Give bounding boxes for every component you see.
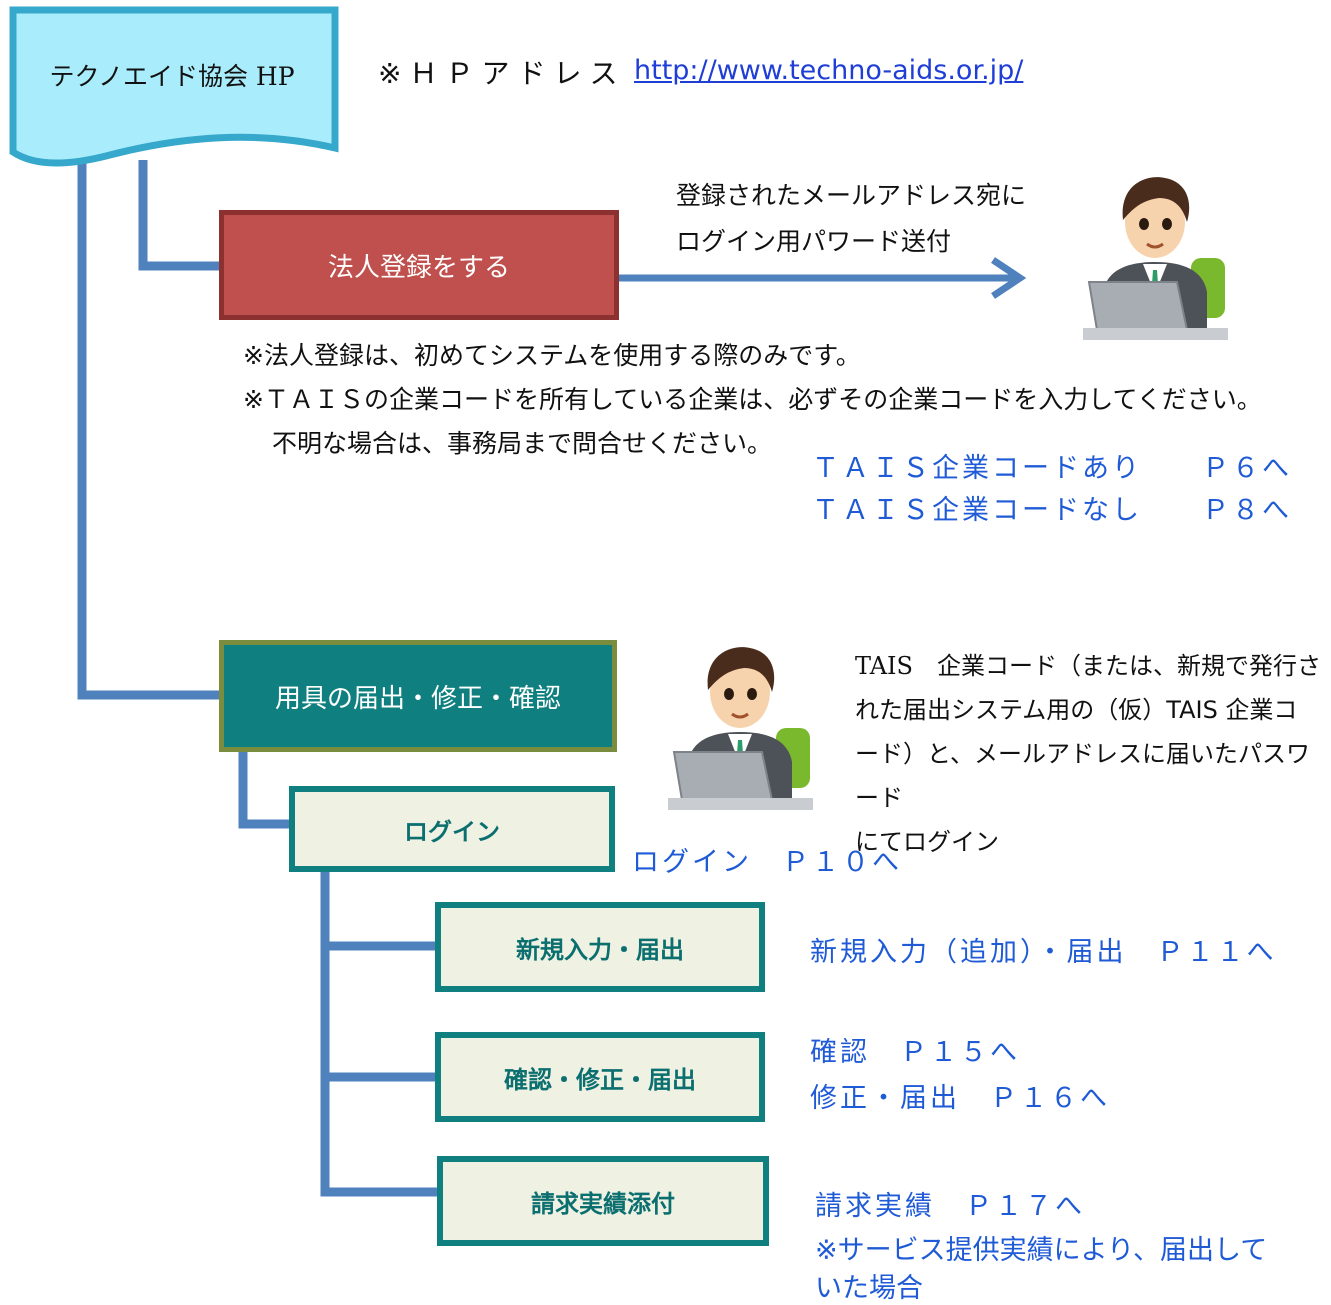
login-note-line2: れた届出システム用の（仮）TAIS 企業コ	[855, 696, 1298, 724]
new-entry-page-ref[interactable]: 新規入力（追加）・届出 Ｐ１１へ	[810, 937, 1277, 968]
modify-page-ref[interactable]: 修正・届出 Ｐ１６へ	[810, 1083, 1110, 1114]
login-label: ログイン	[404, 817, 500, 846]
login-to-steps-connector	[320, 872, 440, 1197]
billing-note-line2: いた場合	[815, 1273, 923, 1304]
login-instructions: TAIS 企業コード（または、新規で発行さ れた届出システム用の（仮）TAIS …	[855, 644, 1329, 864]
hp-label: テクノエイド協会 HP	[49, 62, 295, 91]
equipment-to-login-connector	[238, 718, 290, 829]
confirm-modify-button[interactable]: 確認・修正・届出	[435, 1032, 765, 1122]
new-entry-label: 新規入力・届出	[516, 935, 684, 964]
billing-note-line1: ※サービス提供実績により、届出して	[815, 1235, 1268, 1266]
email-note-line2: ログイン用パワード送付	[676, 227, 952, 256]
address-label: ※ＨＰアドレス	[378, 57, 626, 90]
billing-attachment-label: 請求実績添付	[531, 1189, 675, 1218]
equipment-submission-label: 用具の届出・修正・確認	[274, 683, 561, 714]
corporate-note-3: 不明な場合は、事務局まで問合せください。	[272, 429, 773, 458]
billing-page-ref[interactable]: 請求実績 Ｐ１７へ	[815, 1191, 1085, 1222]
equipment-submission-button[interactable]: 用具の届出・修正・確認	[219, 640, 617, 752]
corporate-registration-label: 法人登録をする	[327, 252, 510, 283]
confirm-modify-label: 確認・修正・届出	[504, 1065, 696, 1094]
corporate-note-2: ※ＴＡＩＳの企業コードを所有している企業は、必ずその企業コードを入力してください…	[243, 385, 1262, 414]
corporate-registration-button[interactable]: 法人登録をする	[219, 210, 619, 320]
hp-to-corporate-connector	[138, 160, 222, 271]
email-note-line1: 登録されたメールアドレス宛に	[676, 181, 1027, 210]
tais-code-no-link[interactable]: ＴＡＩＳ企業コードなし Ｐ８へ	[812, 495, 1292, 526]
login-note-line1: TAIS 企業コード（または、新規で発行さ	[855, 652, 1321, 680]
homepage-link[interactable]: http://www.techno-aids.or.jp/	[634, 55, 1024, 86]
hp-to-equipment-connector	[77, 160, 222, 700]
login-button[interactable]: ログイン	[289, 786, 615, 872]
login-note-line4: にてログイン	[855, 828, 999, 856]
person-at-laptop-illustration-2	[668, 647, 813, 810]
hp-document[interactable]: テクノエイド協会 HP	[12, 40, 332, 110]
confirm-page-ref[interactable]: 確認 Ｐ１５へ	[810, 1037, 1020, 1068]
email-arrow-head	[991, 257, 1027, 299]
billing-attachment-button[interactable]: 請求実績添付	[437, 1156, 769, 1246]
login-note-line3: ード）と、メールアドレスに届いたパスワード	[855, 740, 1311, 812]
new-entry-button[interactable]: 新規入力・届出	[435, 902, 765, 992]
corporate-note-1: ※法人登録は、初めてシステムを使用する際のみです。	[243, 341, 861, 370]
hp-document-shape	[9, 6, 339, 167]
tais-code-yes-link[interactable]: ＴＡＩＳ企業コードあり Ｐ６へ	[812, 453, 1292, 484]
person-at-laptop-illustration	[1083, 177, 1228, 340]
login-page-ref[interactable]: ログイン Ｐ１０へ	[632, 847, 902, 878]
